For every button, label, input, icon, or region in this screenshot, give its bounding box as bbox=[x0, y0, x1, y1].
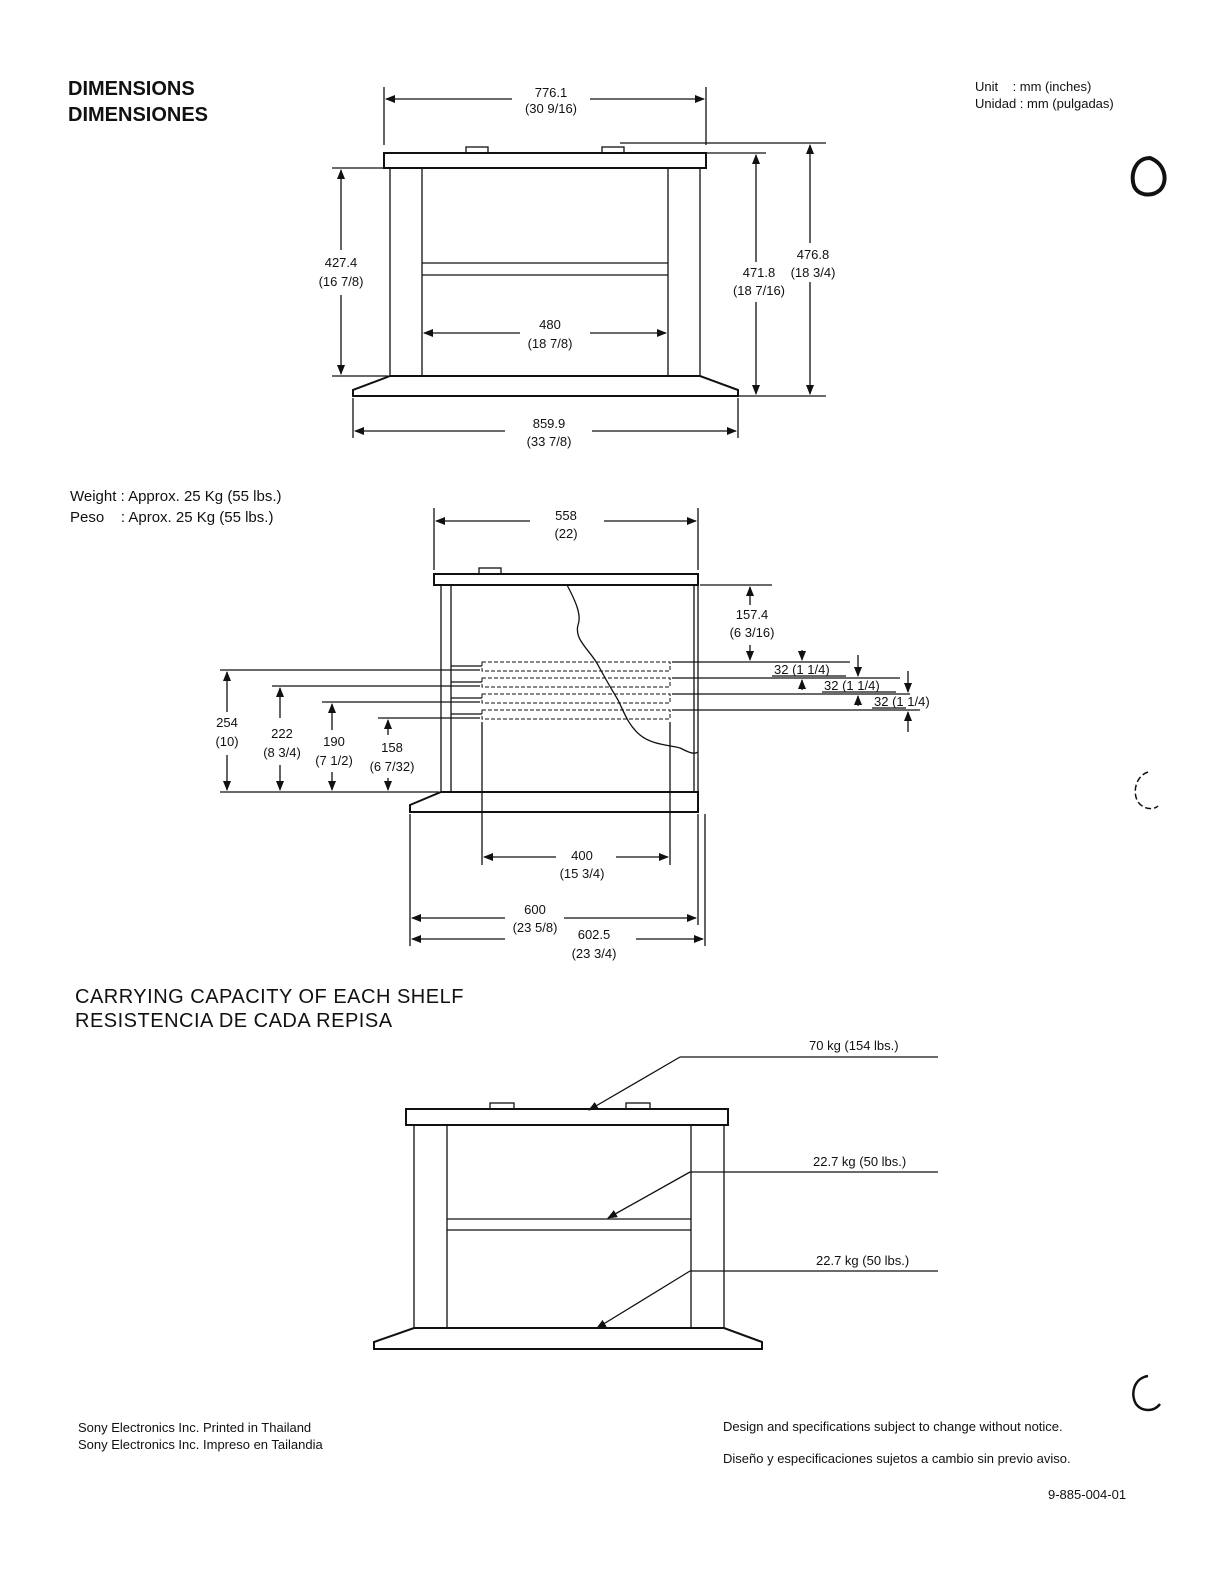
dim-859-in: (33 7/8) bbox=[527, 434, 572, 449]
dim-158-in: (6 7/32) bbox=[370, 759, 415, 774]
dim-558: 558 bbox=[555, 508, 577, 523]
binder-hole-marks bbox=[1130, 155, 1167, 1412]
dim-pitch-2: 32 (1 1/4) bbox=[824, 678, 880, 693]
dim-157-in: (6 3/16) bbox=[730, 625, 775, 640]
front-view-dimensions bbox=[332, 87, 826, 438]
dim-427-in: (16 7/8) bbox=[319, 274, 364, 289]
dim-190-in: (7 1/2) bbox=[315, 753, 353, 768]
dim-254: 254 bbox=[216, 715, 238, 730]
dim-480: 480 bbox=[539, 317, 561, 332]
footer-company-en: Sony Electronics Inc. Printed in Thailan… bbox=[78, 1420, 312, 1435]
footer-notice-es: Diseño y especificaciones sujetos a camb… bbox=[723, 1451, 1071, 1466]
dim-6025-in: (23 3/4) bbox=[572, 946, 617, 961]
capacity-leaders bbox=[588, 1056, 938, 1329]
side-view-dimensions bbox=[220, 508, 920, 946]
dim-776: 776.1 bbox=[535, 85, 568, 100]
unit-label-es: Unidad : mm (pulgadas) bbox=[975, 96, 1114, 111]
dim-600-in: (23 5/8) bbox=[513, 920, 558, 935]
unit-label-en: Unit : mm (inches) bbox=[975, 79, 1092, 94]
dim-427: 427.4 bbox=[325, 255, 358, 270]
front-view-drawing bbox=[352, 146, 739, 397]
title-dimensions-es: DIMENSIONES bbox=[68, 104, 209, 126]
dim-254-in: (10) bbox=[215, 734, 238, 749]
dim-pitch-3: 32 (1 1/4) bbox=[874, 694, 930, 709]
dim-558-in: (22) bbox=[554, 526, 577, 541]
dim-158: 158 bbox=[381, 740, 403, 755]
dim-471-in: (18 7/16) bbox=[733, 283, 785, 298]
capacity-title-es: RESISTENCIA DE CADA REPISA bbox=[75, 1010, 393, 1032]
weight-es: Peso : Aprox. 25 Kg (55 lbs.) bbox=[70, 509, 274, 526]
footer-notice-en: Design and specifications subject to cha… bbox=[723, 1419, 1063, 1434]
dim-400: 400 bbox=[571, 848, 593, 863]
dim-6025: 602.5 bbox=[578, 927, 611, 942]
dim-157: 157.4 bbox=[736, 607, 769, 622]
dim-859: 859.9 bbox=[533, 416, 566, 431]
footer-company-es: Sony Electronics Inc. Impreso en Tailand… bbox=[78, 1437, 323, 1452]
dim-480-in: (18 7/8) bbox=[528, 336, 573, 351]
dim-471: 471.8 bbox=[743, 265, 776, 280]
load-bottom: 22.7 kg (50 lbs.) bbox=[816, 1253, 909, 1268]
dim-222-in: (8 3/4) bbox=[263, 745, 301, 760]
load-middle: 22.7 kg (50 lbs.) bbox=[813, 1154, 906, 1169]
dim-190: 190 bbox=[323, 734, 345, 749]
load-top: 70 kg (154 lbs.) bbox=[809, 1038, 899, 1053]
dim-222: 222 bbox=[271, 726, 293, 741]
dim-pitch-1: 32 (1 1/4) bbox=[774, 662, 830, 677]
capacity-view-drawing bbox=[373, 1102, 763, 1350]
dim-476-in: (18 3/4) bbox=[791, 265, 836, 280]
dim-400-in: (15 3/4) bbox=[560, 866, 605, 881]
dim-776-in: (30 9/16) bbox=[525, 101, 577, 116]
dim-476: 476.8 bbox=[797, 247, 830, 262]
title-dimensions-en: DIMENSIONS bbox=[68, 78, 195, 100]
capacity-title-en: CARRYING CAPACITY OF EACH SHELF bbox=[75, 986, 464, 1008]
weight-en: Weight : Approx. 25 Kg (55 lbs.) bbox=[70, 488, 282, 505]
footer-part-number: 9-885-004-01 bbox=[1048, 1487, 1127, 1502]
side-view-drawing bbox=[409, 567, 699, 813]
dim-600: 600 bbox=[524, 902, 546, 917]
